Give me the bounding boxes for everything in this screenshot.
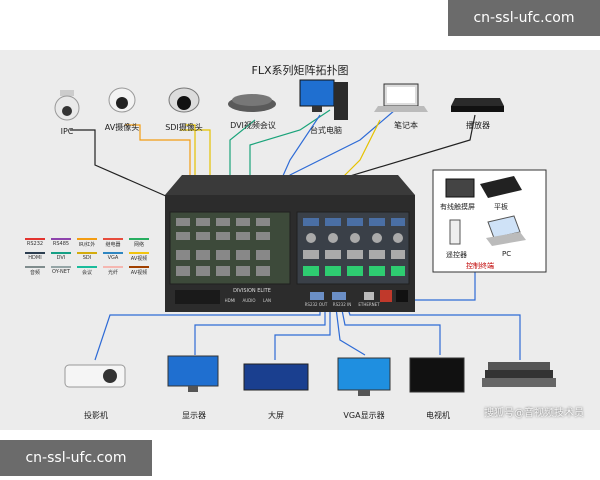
- input-label-av-camera: AV摄像头: [104, 123, 140, 132]
- control-terminal-label: 控制终端: [466, 262, 494, 270]
- input-label-desktop: 台式电脑: [310, 126, 342, 135]
- port-label-ethernet: ETHERNET: [358, 302, 380, 307]
- sdi-camera-icon: [168, 87, 200, 113]
- control-label-tablet: 平板: [494, 203, 508, 211]
- watermark-bottom-left: cn-ssl-ufc.com: [0, 440, 152, 476]
- legend-item: 音频: [22, 266, 48, 276]
- port-label-lan: LAN: [262, 298, 272, 303]
- remote-control-icon: [449, 219, 461, 245]
- rack-audio-equipment-icon: [482, 362, 556, 387]
- monitor-icon: [167, 355, 219, 392]
- legend-item: HDMI: [22, 252, 48, 261]
- legend-item: AV视频: [126, 252, 152, 262]
- port-label-hdmi: HDMI: [224, 298, 236, 303]
- output-label-projector: 投影机: [84, 411, 108, 420]
- legend-item: SDI: [74, 252, 100, 261]
- control-label-pc: PC: [502, 250, 512, 258]
- media-player-icon: [451, 98, 504, 112]
- legend-item: 光纤: [100, 266, 126, 276]
- matrix-brand-label: DIVISION ELITE: [233, 288, 271, 294]
- projector-icon: [64, 364, 126, 388]
- control-label-remote: 遥控器: [446, 251, 467, 259]
- legend-item: RS232: [22, 238, 48, 247]
- legend-item: 继电器: [100, 238, 126, 248]
- input-label-sdi-camera: SDI摄像头: [165, 123, 203, 132]
- desktop-computer-icon: [299, 79, 348, 120]
- conference-phone-icon: [228, 94, 276, 112]
- tablet-icon: [480, 176, 522, 198]
- ip-dome-camera-icon: [54, 90, 80, 121]
- diagram-title: FLX系列矩阵拓扑图: [251, 64, 349, 77]
- touch-panel-icon: [445, 178, 475, 198]
- input-label-dvi-conference: DVI视频会议: [230, 121, 276, 130]
- legend-item: 会议: [74, 266, 100, 276]
- output-label-tv: 电视机: [426, 411, 450, 420]
- output-label-large-screen: 大屏: [268, 411, 284, 420]
- legend-item: IR/红外: [74, 238, 100, 248]
- output-label-vga-monitor: VGA显示器: [343, 411, 385, 420]
- port-label-rs232-out: RS232 OUT: [304, 302, 328, 307]
- legend-item: VGA: [100, 252, 126, 261]
- watermark-top-right: cn-ssl-ufc.com: [448, 0, 600, 36]
- sohu-watermark: 搜狐号@音视频技术员: [484, 408, 584, 419]
- input-label-laptop: 笔记本: [394, 121, 418, 130]
- output-label-monitor: 显示器: [182, 411, 206, 420]
- legend-item: DVI: [48, 252, 74, 261]
- input-label-ipc: IPC: [60, 127, 74, 136]
- large-screen-icon: [243, 363, 309, 391]
- legend-item: OY-NET: [48, 266, 74, 275]
- input-label-player: 播放器: [466, 121, 490, 130]
- av-camera-icon: [108, 87, 136, 113]
- control-label-touch-panel: 有线触摸屏: [440, 203, 475, 211]
- legend-item: AV视频: [126, 266, 152, 276]
- port-label-rs232-in: RS232 IN: [332, 302, 352, 307]
- laptop-icon: [374, 83, 428, 112]
- pc-laptop-icon: [486, 215, 526, 246]
- tv-icon: [409, 357, 465, 393]
- port-label-audio: AUDIO: [242, 298, 256, 303]
- matrix-switcher: [165, 175, 415, 312]
- legend-item: RS485: [48, 238, 74, 247]
- legend-item: 网络: [126, 238, 152, 248]
- vga-monitor-icon: [337, 357, 391, 396]
